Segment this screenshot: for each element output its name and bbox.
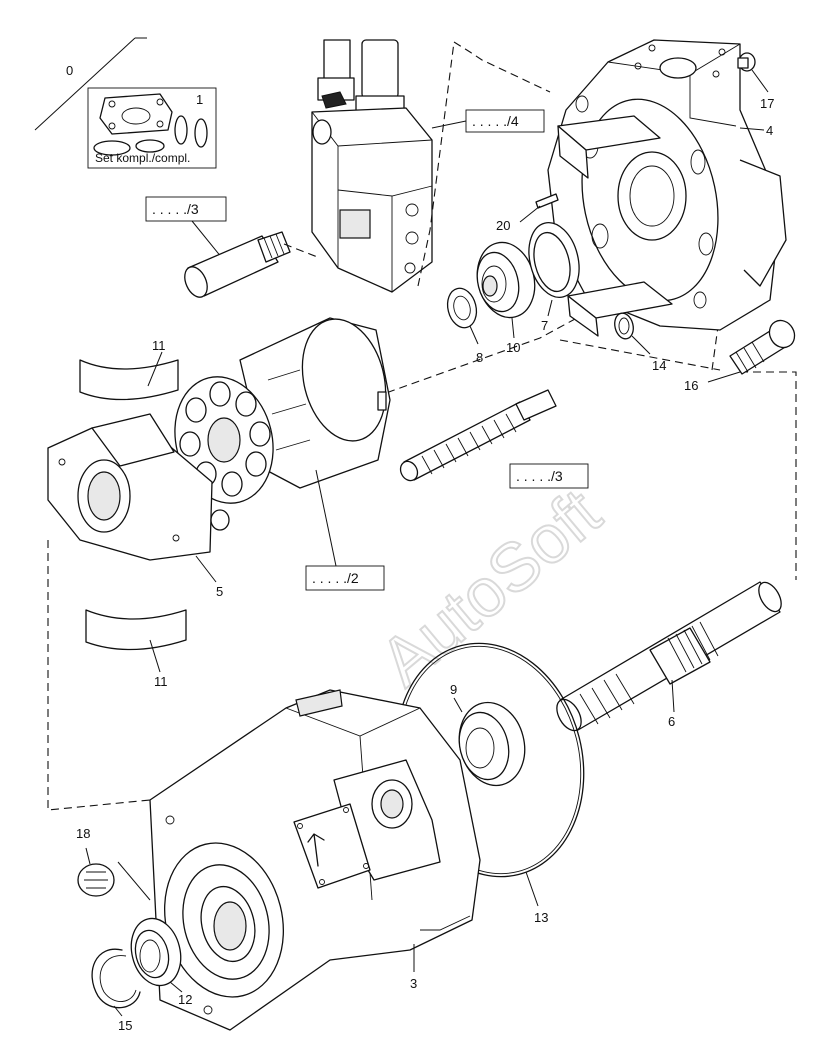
- reference-box-4: . . . . ./4: [431, 109, 545, 133]
- swash-plate: [47, 413, 230, 583]
- part-label-17: 17: [760, 96, 774, 111]
- drive-shaft: [556, 581, 782, 732]
- half-ring-upper-11: [79, 351, 179, 401]
- part-label-6: 6: [668, 714, 675, 729]
- bearing-10: [476, 241, 536, 339]
- part-label-20: 20: [496, 218, 510, 233]
- part-label-9: 9: [450, 682, 457, 697]
- part-label-14: 14: [652, 358, 666, 373]
- half-ring-lower-11: [85, 609, 187, 673]
- part-label-5: 5: [216, 584, 223, 599]
- spring-rod: [399, 389, 557, 482]
- o-ring-small: [174, 115, 188, 145]
- seal-ring-7: [528, 222, 580, 317]
- part-label-4: 4: [766, 123, 773, 138]
- leader-line-0: [34, 37, 136, 131]
- part-label-7: 7: [541, 318, 548, 333]
- shaft-seal-12: [130, 917, 183, 993]
- part-label-1: 1: [196, 92, 203, 107]
- ring-14: [614, 312, 651, 355]
- reference-box-3-lower: . . . . ./3: [509, 463, 589, 489]
- reference-box-3-upper: . . . . ./3: [145, 196, 227, 259]
- svg-text:. . . . ./4: . . . . ./4: [472, 113, 519, 129]
- screw-17: [737, 52, 769, 93]
- part-label-10: 10: [506, 340, 520, 355]
- part-label-11-upper: 11: [152, 338, 166, 353]
- svg-text:. . . . ./3: . . . . ./3: [516, 468, 563, 484]
- plug-18: [77, 847, 151, 901]
- valve-fitting-2: [361, 39, 399, 99]
- bolt-16: [707, 319, 796, 383]
- kit-caption: Set kompl./compl.: [95, 151, 190, 165]
- valve-body: [311, 107, 433, 293]
- part-label-16: 16: [684, 378, 698, 393]
- main-housing: [149, 689, 481, 1031]
- gasket-kit-box: [87, 87, 217, 169]
- svg-text:. . . . ./3: . . . . ./3: [152, 201, 199, 217]
- part-label-18: 18: [76, 826, 90, 841]
- part-label-13: 13: [534, 910, 548, 925]
- part-label-8: 8: [476, 350, 483, 365]
- arrow-icon: [307, 833, 325, 867]
- part-label-11-lower: 11: [154, 674, 168, 689]
- spool-plug: [184, 231, 291, 298]
- flange-gasket: [99, 93, 173, 135]
- part-label-15: 15: [118, 1018, 132, 1033]
- part-label-3: 3: [410, 976, 417, 991]
- pin-20: [519, 193, 559, 223]
- circlip-15: [91, 948, 141, 1017]
- cylinder-block: [174, 317, 391, 504]
- part-label-0: 0: [66, 63, 73, 78]
- gasket-kit-illustration: Set kompl./compl.: [34, 37, 217, 169]
- valve-fitting-1: [323, 39, 351, 81]
- control-valve: [311, 39, 433, 293]
- svg-text:. . . . ./2: . . . . ./2: [312, 570, 359, 586]
- direction-plate: [293, 803, 371, 889]
- end-housing: [547, 39, 787, 337]
- watermark: AutoSoft: [366, 475, 615, 701]
- reference-box-2: . . . . ./2: [305, 469, 385, 591]
- o-ring-small-2: [194, 118, 208, 148]
- washer-8: [446, 287, 479, 345]
- o-ring-large: [93, 140, 131, 156]
- o-ring-medium: [135, 139, 165, 153]
- bearing-9: [453, 697, 526, 787]
- part-label-12: 12: [178, 992, 192, 1007]
